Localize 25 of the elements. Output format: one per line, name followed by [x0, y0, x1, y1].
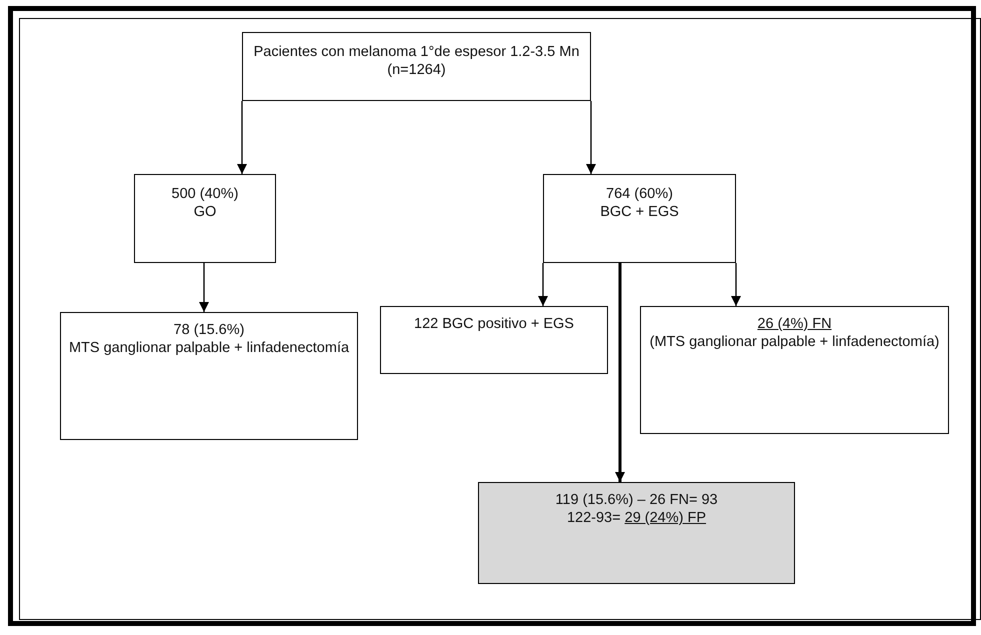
description-text: MTS ganglionar palpable + linfadenectomía: [68, 339, 350, 357]
calculation-text: 122-93= 29 (24%) FP: [566, 509, 708, 527]
description-text: (MTS ganglionar palpable + linfadenectomía): [648, 333, 940, 351]
process-box: [134, 174, 276, 263]
count-text: 764 (60%): [605, 185, 674, 203]
arrow: [586, 101, 596, 174]
arrow: [615, 263, 625, 482]
count-text: 78 (15.6%): [172, 321, 246, 339]
process-box: [543, 174, 736, 263]
count-text: 26 (4%) FN: [756, 315, 833, 333]
arrow: [538, 263, 548, 306]
count-text: 119 (15.6%) – 26 FN= 93: [554, 491, 719, 509]
arrow: [731, 263, 741, 306]
count-text: Pacientes con melanoma 1°de espesor 1.2-3.5 Mn (n=1264): [252, 43, 580, 79]
arrow: [199, 263, 209, 312]
process-box: [640, 306, 949, 434]
process-box: [380, 306, 608, 374]
result-box: [478, 482, 795, 584]
process-box: [60, 312, 358, 440]
description-text: BGC + EGS: [599, 203, 680, 221]
process-box: [242, 32, 591, 101]
description-text: GO: [192, 203, 218, 221]
count-text: 122 BGC positivo + EGS: [413, 315, 575, 333]
arrow: [237, 101, 247, 174]
count-text: 500 (40%): [170, 185, 240, 203]
